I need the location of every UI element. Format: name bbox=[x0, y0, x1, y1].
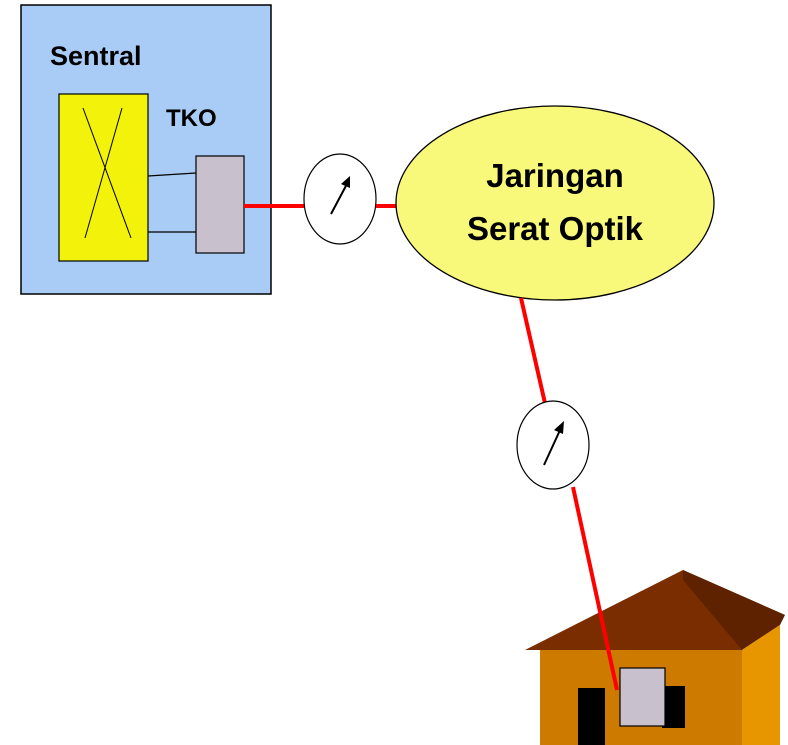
fiber-line-meter-to-house bbox=[571, 486, 619, 691]
customer-terminal-device bbox=[619, 667, 666, 727]
meter-1-needle bbox=[330, 181, 349, 215]
switch-rect bbox=[58, 93, 149, 262]
house-door bbox=[578, 688, 605, 745]
house-window bbox=[662, 686, 685, 728]
gauge-meter-icon bbox=[543, 421, 564, 466]
network-label-line2: Serat Optik bbox=[467, 210, 644, 247]
meter-1 bbox=[303, 153, 377, 245]
tko-device bbox=[195, 155, 245, 254]
meter-1-needle-arrow bbox=[341, 176, 350, 188]
sentral-label: Sentral bbox=[50, 41, 142, 71]
switch-cross-line-2 bbox=[84, 107, 123, 239]
sentral-box: Sentral TKO bbox=[20, 4, 272, 295]
tko-label: TKO bbox=[166, 105, 217, 132]
house-roof-side bbox=[683, 570, 785, 650]
switch-cross-line-1 bbox=[82, 107, 132, 239]
network-ellipse bbox=[395, 105, 715, 301]
gauge-meter-icon bbox=[330, 176, 350, 215]
switch-block bbox=[58, 93, 149, 262]
fiber-network: Jaringan Serat Optik bbox=[395, 105, 715, 301]
network-label-line1: Jaringan bbox=[486, 157, 624, 194]
meter-2 bbox=[516, 400, 590, 490]
meter-2-needle-arrow bbox=[554, 421, 564, 434]
switch-wire-upper bbox=[147, 172, 197, 177]
house-side-wall bbox=[742, 625, 780, 745]
meter-2-needle bbox=[543, 427, 562, 466]
fiber-line-network-to-meter bbox=[519, 297, 549, 413]
